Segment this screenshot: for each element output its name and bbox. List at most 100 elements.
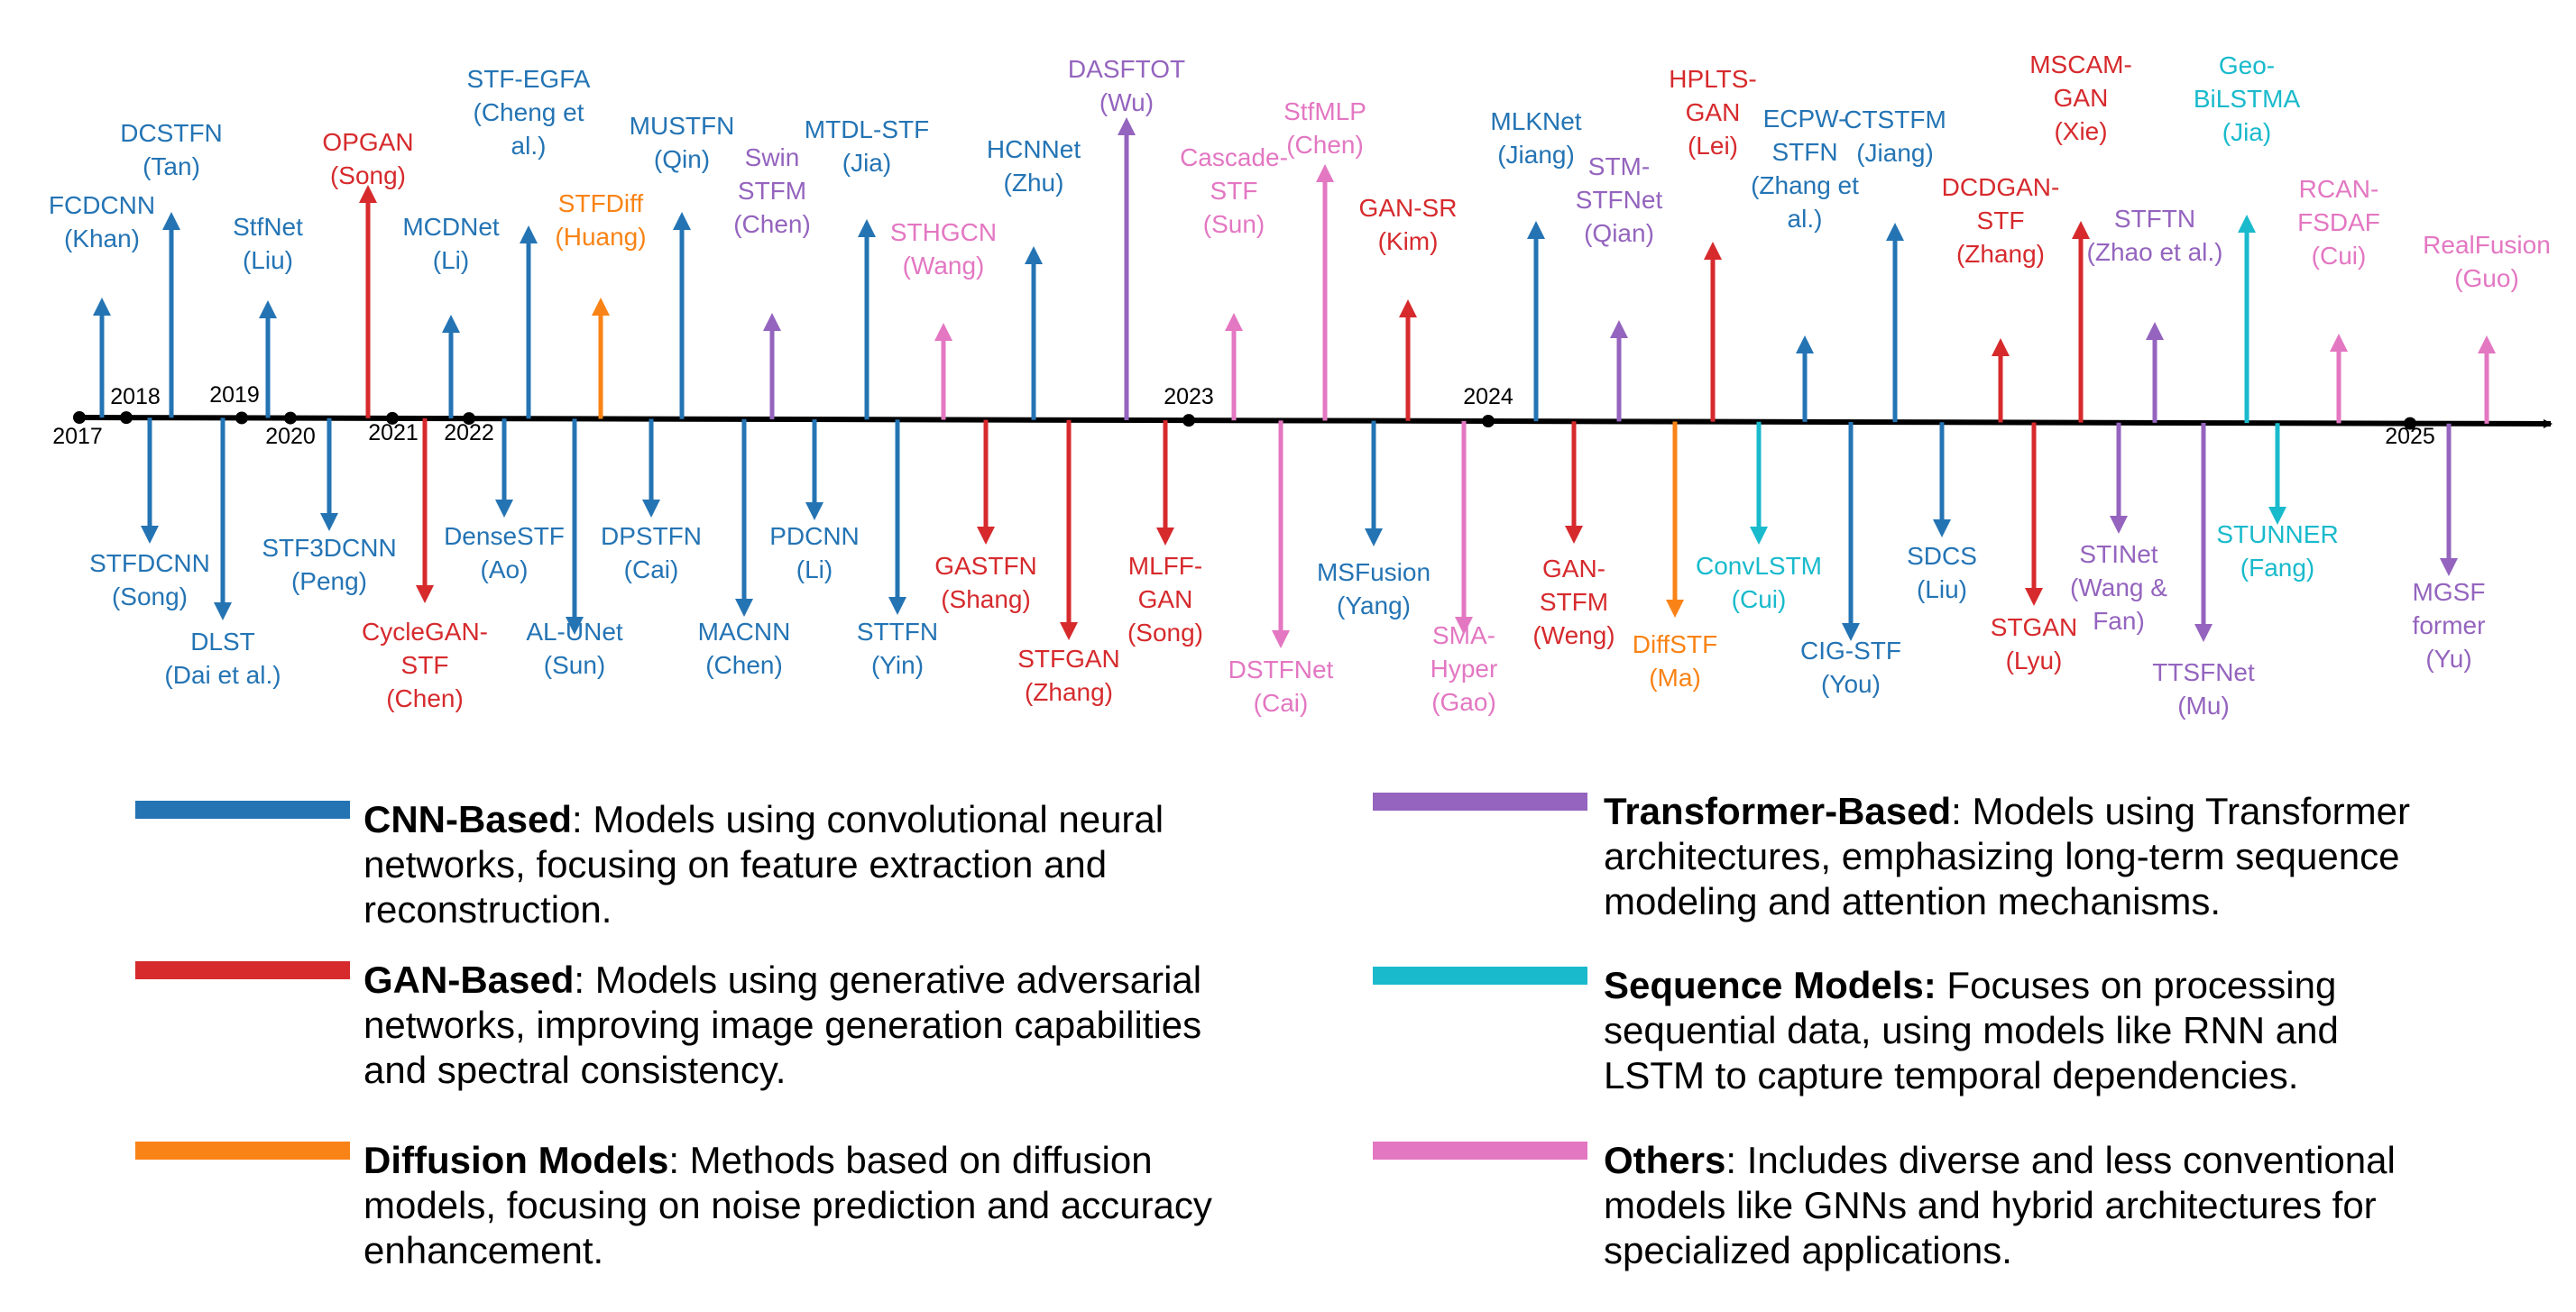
model-al-unet: AL-UNet(Sun) [526,418,623,679]
model-label-macnn: (Chen) [705,651,783,679]
model-gan: GAN-STFM(Weng) [1532,421,1615,649]
model-label-opgan: (Song) [330,161,406,189]
model-convlstm: ConvLSTM(Cui) [1696,421,1822,613]
arrowhead-dstfnet [1272,630,1290,648]
model-label-realfusion: (Guo) [2454,264,2519,292]
model-label-mgsf: (Yu) [2425,645,2471,673]
arrowhead-dpstfn [642,500,660,518]
model-label-sma: Hyper [1431,655,1498,683]
year-label-2017: 2017 [52,424,103,449]
model-label-diffstf: (Ma) [1649,664,1701,692]
model-label-ecpw: (Zhang et [1751,171,1859,199]
model-label-gan-sr: (Kim) [1378,227,1439,255]
model-label-stfdiff: STFDiff [558,189,644,217]
model-label-stfgan: (Zhang) [1025,678,1113,706]
legend-desc-line: : Models using generative adversarial [574,959,1202,1001]
legend-text-diffusion: Diffusion Models: Methods based on diffu… [363,1138,1212,1273]
model-label-gan-sr: GAN-SR [1359,194,1458,222]
arrowhead-hplts [1704,242,1722,260]
model-label-sdcs: (Liu) [1917,575,1967,603]
model-label-sdcs: SDCS [1907,542,1977,570]
model-label-dlst: (Dai et al.) [164,661,281,689]
model-label-cascade: STF [1210,177,1258,205]
model-densestf: DenseSTF(Ao) [444,418,565,583]
arrowhead-al-unet [566,617,584,635]
model-stunner: STUNNER (Fang) [2216,423,2339,582]
model-label-gan: (Weng) [1532,621,1615,649]
legend-text-others: Others: Includes diverse and less conven… [1604,1138,2396,1273]
model-sma: SMA-Hyper(Gao) [1431,420,1498,716]
model-label-dlst: DLST [190,628,255,656]
arrowhead-pdcnn [805,502,823,520]
model-label-ctstfm: CTSTFM [1844,106,1946,133]
model-label-dpstfn: (Cai) [624,555,679,583]
arrowhead-sma [1455,617,1473,635]
model-label-stfdcnn: STFDCNN [89,549,210,577]
model-label-msfusion: (Yang) [1337,592,1411,619]
legend-desc-line: networks, improving image generation cap… [363,1004,1202,1046]
model-macnn: MACNN (Chen) [698,418,791,679]
model-ttsfnet: TTSFNet(Mu) [2152,423,2255,720]
arrowhead-mcdnet [442,315,460,333]
model-label-dstfnet: (Cai) [1254,689,1309,717]
model-label-stunner: (Fang) [2240,554,2314,582]
legend-desc-line: models like GNNs and hybrid architecture… [1604,1184,2377,1226]
arrowhead-stfmlp [1316,164,1334,182]
model-label-mgsf: former [2413,611,2486,639]
model-label-mustfn: MUSTFN [630,112,735,140]
year-dot-2017 [73,411,86,424]
model-label-stf-egfa: (Cheng et [474,98,584,126]
model-label-gastfn: GASTFN [934,552,1037,580]
model-label-ecpw: ECPW- [1763,105,1847,133]
model-label-cascade: (Sun) [1203,210,1265,238]
legend-title-sequence: Sequence Models: [1604,964,1937,1006]
model-label-stfdcnn: (Song) [112,583,188,610]
model-label-ttsfnet: TTSFNet [2152,658,2255,686]
arrowhead-cyclegan [416,585,434,603]
model-dstfnet: DSTFNet(Cai) [1228,420,1334,717]
arrowhead-sthgcn [934,323,952,341]
model-label-rcan: FSDAF [2297,208,2380,236]
model-label-mlknet: MLKNet [1490,107,1581,135]
legend-text-transformer: Transformer-Based: Models using Transfor… [1604,789,2410,924]
year-dot-2021 [386,411,399,425]
model-label-macnn: MACNN [698,618,791,646]
arrowhead-stunner [2268,507,2286,525]
model-label-pdcnn: PDCNN [769,522,860,550]
arrowhead-gastfn [977,527,995,545]
arrowhead-fcdcnn [93,298,111,316]
model-label-gastfn: (Shang) [941,585,1031,613]
model-gastfn: GASTFN (Shang) [934,419,1037,613]
model-stfnet: StfNet(Liu) [233,213,303,418]
arrowhead-cascade [1225,313,1243,331]
model-dcstfn: DCSTFN(Tan) [120,119,223,418]
legend-swatch-sequence [1373,967,1587,985]
model-label-sthgcn: STHGCN [890,218,997,246]
model-label-ecpw: al.) [1788,205,1823,233]
model-stftn: STFTN(Zhao et al.) [2087,205,2222,423]
model-mlff: MLFF-GAN(Song) [1127,420,1203,647]
legend-swatch-diffusion [135,1142,350,1160]
model-label-stunner: STUNNER [2216,520,2338,548]
arrowhead-opgan [359,185,377,203]
legend-desc-line: specialized applications. [1604,1229,2012,1271]
arrowhead-stm [1610,320,1628,338]
model-label-cyclegan: CycleGAN- [362,618,488,646]
model-mustfn: MUSTFN(Qin) [630,112,735,419]
model-label-swin: Swin [745,143,800,171]
model-stfdcnn: STFDCNN (Song) [89,417,210,610]
arrowhead-dcstfn [162,212,180,230]
model-label-cyclegan: STF [401,651,449,679]
model-label-realfusion: RealFusion [2423,231,2551,259]
arrowhead-stf3dcnn [320,513,338,531]
arrowhead-realfusion [2478,335,2496,353]
model-label-swin: STFM [738,177,806,205]
model-label-stfgan: STFGAN [1017,645,1120,673]
arrowhead-mlknet [1527,221,1545,239]
arrowhead-stf-egfa [520,225,538,243]
legend-title-gan: GAN-Based [363,959,575,1001]
model-label-geo: BiLSTMA [2194,85,2301,113]
model-label-stfnet: (Liu) [243,246,293,274]
model-label-mtdl-stf: MTDL-STF [805,115,929,143]
